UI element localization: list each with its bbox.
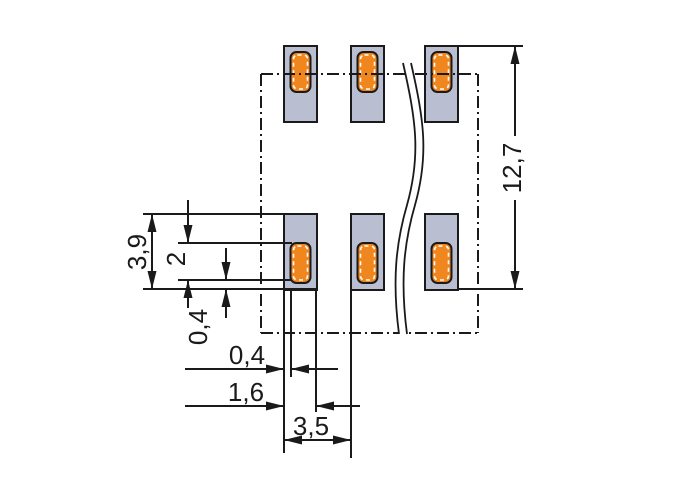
dim-label-opening-height: 2 <box>161 252 191 266</box>
bottom-extension-lines <box>283 290 352 458</box>
dimension-pad-width: 1,6 <box>185 377 360 411</box>
break-curve-right <box>402 62 425 335</box>
arrowhead-up <box>183 280 193 298</box>
paste-dash-outline <box>433 245 450 281</box>
solder-opening <box>430 51 453 93</box>
dim-label-pad-col-height: 3,9 <box>122 234 152 270</box>
arrowhead-left <box>316 401 334 411</box>
arrowhead-left <box>284 435 302 445</box>
dim-label-pad-width: 1,6 <box>228 377 264 407</box>
dimension-opening-height: 2 <box>161 200 292 308</box>
dim-label-pitch: 3,5 <box>293 411 329 441</box>
dimension-opening-offset-vertical: 0,4 <box>183 248 231 345</box>
arrowhead-right <box>266 401 284 411</box>
arrowhead-down <box>183 225 193 243</box>
arrowhead-down <box>510 271 520 289</box>
paste-dash-outline <box>359 245 376 281</box>
dim-label-opening-offset-v: 0,4 <box>183 309 213 345</box>
solder-openings-top <box>289 51 453 93</box>
arrowhead-right <box>266 364 284 374</box>
solder-opening <box>289 242 312 284</box>
solder-opening <box>356 242 379 284</box>
arrowhead-up <box>147 214 157 232</box>
solder-opening <box>430 242 453 284</box>
arrowhead-up <box>510 46 520 64</box>
arrowhead-up <box>221 289 231 307</box>
dimension-pitch: 3,5 <box>284 411 351 445</box>
dimension-overall-height: 12,7 <box>456 45 527 290</box>
dim-label-opening-offset-h: 0,4 <box>229 340 265 370</box>
paste-dash-outline <box>292 54 309 90</box>
paste-dash-outline <box>292 245 309 281</box>
dimension-pad-column-height: 3,9 <box>122 213 317 290</box>
solder-opening <box>289 51 312 93</box>
paste-dash-outline <box>433 54 450 90</box>
arrowhead-down <box>221 262 231 280</box>
arrowhead-right <box>333 435 351 445</box>
solder-openings-bottom <box>289 242 453 284</box>
break-curve-left <box>394 62 417 335</box>
solder-opening <box>356 51 379 93</box>
paste-dash-outline <box>359 54 376 90</box>
dimension-opening-offset-horizontal: 0,4 <box>185 340 338 374</box>
arrowhead-down <box>147 271 157 289</box>
arrowhead-left <box>291 364 309 374</box>
dim-label-overall: 12,7 <box>497 143 527 194</box>
break-lines <box>394 62 425 335</box>
